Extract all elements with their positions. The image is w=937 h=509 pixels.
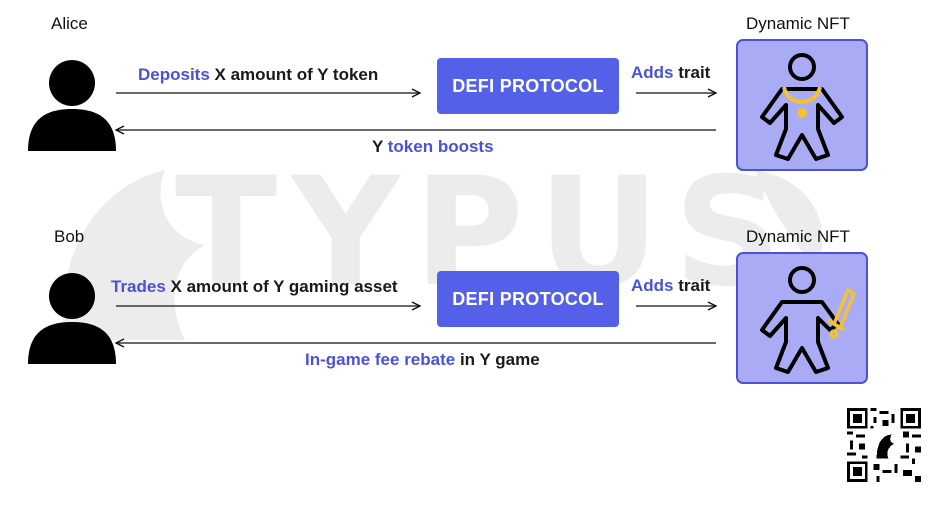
row1-nft-title: Dynamic NFT: [746, 14, 850, 33]
person-icon: [28, 273, 116, 364]
row2-dynamic-nft-card: [736, 252, 868, 384]
row1-return-highlight: token boosts: [387, 137, 494, 156]
row2-forward-label: Trades X amount of Y gaming asset: [111, 277, 398, 297]
row1-forward-highlight: Deposits: [138, 65, 210, 84]
row2-defi-protocol-box: DEFI PROTOCOL: [437, 271, 619, 327]
row2-user-name: Bob: [54, 227, 85, 246]
row2-return-label: In-game fee rebate in Y game: [305, 350, 540, 370]
row2-return-highlight: In-game fee rebate: [305, 350, 456, 369]
row1-trait-label: Adds trait: [631, 63, 710, 83]
typus-logo-watermark: [63, 170, 823, 340]
row1-return-lead: Y: [372, 137, 388, 156]
row1-user-name: Alice: [51, 14, 88, 33]
row2-return-rest: in Y game: [455, 350, 540, 369]
nft-character-sword-icon: [760, 266, 856, 374]
row2-forward-rest: X amount of Y gaming asset: [165, 277, 398, 296]
nft-character-necklace-icon: [760, 53, 844, 161]
row2-nft-title: Dynamic NFT: [746, 227, 850, 246]
row1-defi-protocol-box: DEFI PROTOCOL: [437, 58, 619, 114]
row1-return-label: Y token boosts: [372, 137, 494, 157]
row1-forward-label: Deposits X amount of Y token: [138, 65, 378, 85]
row1-trait-highlight: Adds: [631, 63, 674, 82]
person-icon: [28, 60, 116, 151]
row2-trait-highlight: Adds: [631, 276, 674, 295]
qr-code-icon: [847, 408, 921, 482]
row1-forward-rest: X amount of Y token: [209, 65, 379, 84]
row2-forward-highlight: Trades: [111, 277, 166, 296]
row1-trait-rest: trait: [673, 63, 711, 82]
row2-trait-label: Adds trait: [631, 276, 710, 296]
row1-dynamic-nft-card: [736, 39, 868, 171]
row2-trait-rest: trait: [673, 276, 711, 295]
